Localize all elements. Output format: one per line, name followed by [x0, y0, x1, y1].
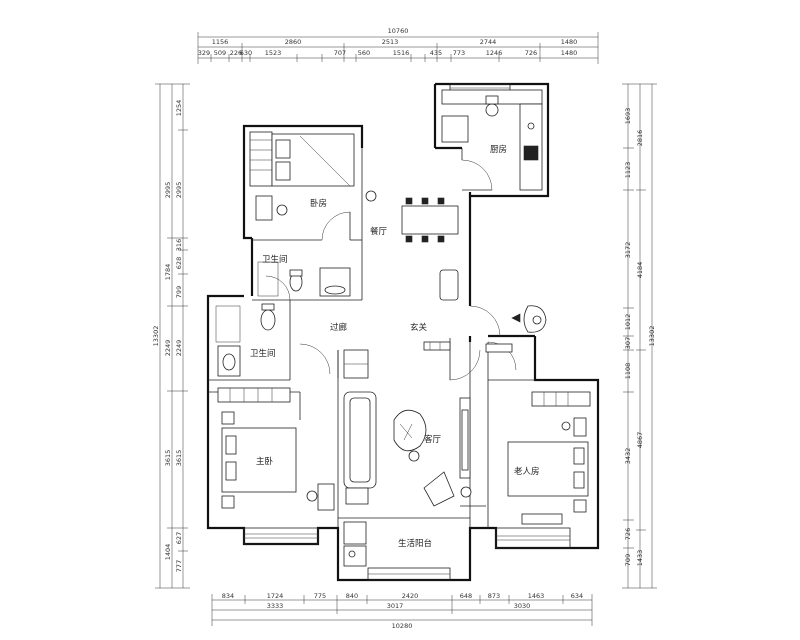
dim-top-2-11: 1246	[486, 49, 503, 57]
dim-top-1-3: 2513	[382, 38, 399, 46]
dim-right-row1: 2816 4184 4867 1433	[636, 130, 644, 567]
dim-top-row2: 329 509 226 630 1523 707 560 1516 435 77…	[198, 49, 577, 57]
dim-bottom-row2: 3333 3017 3030	[267, 602, 531, 610]
dim-top-2-8: 1516	[393, 49, 410, 57]
dim-right-2-9: 709	[624, 554, 632, 566]
dim-top-2-1: 329	[198, 49, 210, 57]
dim-bottom-row1: 834 1724 775 840 2420 648 873 1463 634	[222, 592, 583, 600]
dim-top-2-3: 226	[230, 49, 242, 57]
doors	[265, 159, 517, 507]
dim-top-2-10: 773	[453, 49, 465, 57]
dim-top-2-4: 630	[240, 49, 252, 57]
dim-left-2-9: 777	[175, 560, 183, 572]
dimension-lines	[155, 32, 657, 626]
dim-right-1-4: 1433	[636, 550, 644, 567]
dim-left-2-8: 627	[175, 532, 183, 544]
dim-bot-1-4: 840	[346, 592, 358, 600]
dim-right-2-5: 307	[624, 337, 632, 349]
dim-right-1-1: 2816	[636, 130, 644, 147]
dim-top-1-5: 1480	[561, 38, 578, 46]
dim-top-2-7: 560	[358, 49, 370, 57]
bath-lower-fixtures	[215, 303, 276, 377]
dim-right-2-2: 1123	[624, 162, 632, 179]
bath-upper-fixtures	[257, 261, 351, 297]
dim-bot-1-1: 834	[222, 592, 234, 600]
dim-left-2-6: 2249	[175, 340, 183, 357]
master-bedroom-furniture	[217, 387, 335, 511]
dim-top-2-13: 1480	[561, 49, 578, 57]
exterior-walls	[206, 82, 600, 582]
label-dining: 餐厅	[370, 227, 388, 237]
living-furniture	[343, 349, 472, 507]
dim-top-2-12: 726	[525, 49, 537, 57]
dim-bot-2-2: 3017	[387, 602, 404, 610]
dim-left-1-4: 3615	[164, 450, 172, 467]
bedroom-top-furniture	[249, 131, 377, 221]
dim-bot-2-1: 3333	[267, 602, 284, 610]
room-labels: 厨房 卧房 餐厅 卫生间 卫生间 过廊 玄关 客厅 主卧 老人房 生活阳台	[250, 144, 540, 549]
label-master-bedroom: 主卧	[256, 456, 274, 467]
dim-left-2-4: 628	[175, 257, 183, 269]
dim-top-2-2: 509	[214, 49, 226, 57]
label-entrance: 玄关	[410, 322, 428, 333]
dim-left-1-1: 2995	[164, 182, 172, 199]
dim-right-2-3: 3172	[624, 242, 632, 259]
dim-bot-2-3: 3030	[514, 602, 531, 610]
dim-right-2-7: 3432	[624, 448, 632, 465]
label-living: 客厅	[424, 434, 442, 445]
dim-right-row2: 1693 1123 3172 1012 307 1108 3432 726 70…	[624, 108, 632, 566]
dim-top-2-6: 707	[334, 49, 346, 57]
dim-bot-1-5: 2420	[402, 592, 419, 600]
dim-bot-1-7: 873	[488, 592, 500, 600]
dim-top-2-5: 1523	[265, 49, 282, 57]
dim-left-1-5: 1404	[164, 544, 172, 561]
dim-right-2-6: 1108	[624, 363, 632, 380]
dim-left-2-2: 2995	[175, 182, 183, 199]
label-bath-upper: 卫生间	[262, 254, 288, 265]
label-bath-lower: 卫生间	[250, 348, 276, 359]
label-kitchen: 厨房	[490, 144, 507, 155]
dim-top-1-4: 2744	[480, 38, 497, 46]
dim-bottom-total: 10280	[392, 622, 413, 630]
label-corridor: 过廊	[330, 322, 348, 333]
dim-bot-1-6: 648	[460, 592, 472, 600]
label-bedroom-top: 卧房	[310, 198, 327, 209]
dim-top-row1: 1156 2860 2513 2744 1480	[212, 38, 578, 46]
dim-left-1-3: 2249	[164, 340, 172, 357]
dim-left-1-2: 1784	[164, 264, 172, 281]
dim-bot-1-8: 1463	[528, 592, 545, 600]
dim-left-total: 13302	[152, 326, 160, 347]
dim-top-2-9: 435	[430, 49, 442, 57]
label-balcony: 生活阳台	[398, 538, 432, 549]
dim-left-row1: 2995 1784 2249 3615 1404	[164, 182, 172, 561]
dim-bot-1-2: 1724	[267, 592, 284, 600]
dim-top-1-1: 1156	[212, 38, 229, 46]
dim-top-1-2: 2860	[285, 38, 302, 46]
dim-bot-1-9: 634	[571, 592, 583, 600]
elder-room-furniture	[507, 391, 591, 525]
dim-right-2-8: 726	[624, 528, 632, 540]
dim-right-1-2: 4184	[636, 262, 644, 279]
dim-bot-1-3: 775	[314, 592, 326, 600]
label-elder-room: 老人房	[514, 466, 540, 477]
dining-furniture	[401, 197, 459, 301]
dim-left-2-7: 3615	[175, 450, 183, 467]
balcony-fixtures	[343, 521, 367, 567]
dim-left-2-3: 316	[175, 239, 183, 251]
dim-right-2-1: 1693	[624, 108, 632, 125]
dim-left-2-5: 799	[175, 286, 183, 298]
dim-right-1-3: 4867	[636, 432, 644, 449]
dim-right-total: 13302	[648, 326, 656, 347]
dim-top-total: 10760	[388, 27, 409, 35]
dim-right-2-4: 1012	[624, 314, 632, 331]
dim-left-2-1: 1254	[175, 100, 183, 117]
kitchen-fixtures	[441, 89, 543, 191]
dim-left-row2: 1254 2995 316 628 799 2249 3615 627 777	[175, 100, 183, 572]
entrance-fixtures	[423, 305, 547, 353]
windows	[243, 83, 571, 581]
